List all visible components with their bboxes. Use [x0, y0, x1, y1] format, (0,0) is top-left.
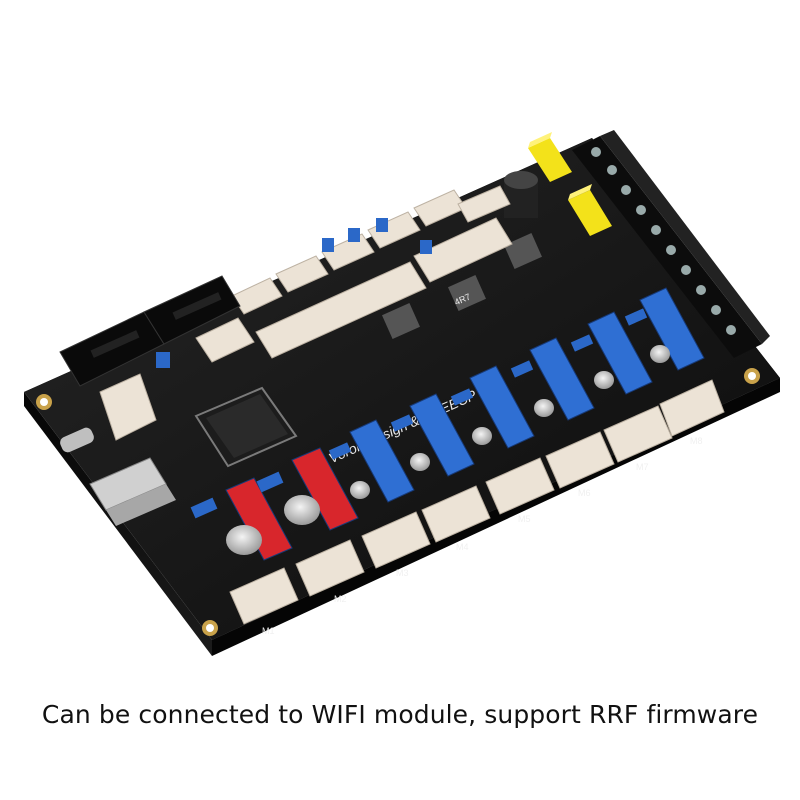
motor-connector-6	[545, 431, 615, 489]
motor-connectors	[229, 379, 725, 625]
motor-connector-2	[295, 539, 365, 597]
stepper-sockets	[225, 287, 705, 561]
box-headers	[59, 275, 241, 387]
motor-connector-5	[485, 457, 555, 515]
motor-connector-4	[421, 485, 491, 543]
inductors: 4R7	[382, 233, 542, 339]
motor-connector-8	[659, 379, 725, 437]
motor-label-6: M6	[578, 488, 591, 498]
driver-jumpers	[190, 308, 648, 519]
motor-connector-3	[361, 511, 431, 569]
product-photo: 4R7 Voron Design & F1 EECP	[24, 130, 780, 656]
motor-connector-1	[229, 567, 299, 625]
motor-label-1: M1	[262, 626, 275, 636]
mcu-chip	[194, 386, 298, 468]
mounting-holes	[36, 368, 760, 636]
stepper-socket-3	[349, 419, 415, 503]
motor-label-5: M5	[518, 514, 531, 524]
stepper-socket-4	[409, 393, 475, 477]
pcb-board	[24, 138, 780, 640]
caption: Can be connected to WIFI module, support…	[41, 700, 759, 729]
motor-label-8: M8	[690, 436, 703, 446]
motor-connector-7	[603, 405, 673, 463]
stepper-socket-7	[587, 311, 653, 395]
motor-label-7: M7	[636, 462, 649, 472]
motor-labels: M1 M2 M3 M4 M5 M6 M7 M8	[262, 436, 703, 636]
motor-label-4: M4	[456, 542, 469, 552]
fuses	[528, 132, 612, 236]
stepper-socket-5	[469, 365, 535, 449]
driver-capacitors	[226, 345, 670, 555]
motor-label-3: M3	[396, 568, 409, 578]
side-connector	[99, 373, 157, 441]
jumpers-top	[156, 218, 432, 368]
capacitor-top	[504, 171, 538, 218]
connector-row-top	[195, 185, 513, 363]
sd-slot	[89, 457, 176, 526]
motor-label-2: M2	[334, 594, 347, 604]
stepper-socket-6	[529, 337, 595, 421]
terminal-block	[572, 130, 770, 358]
usb-port	[60, 427, 94, 453]
